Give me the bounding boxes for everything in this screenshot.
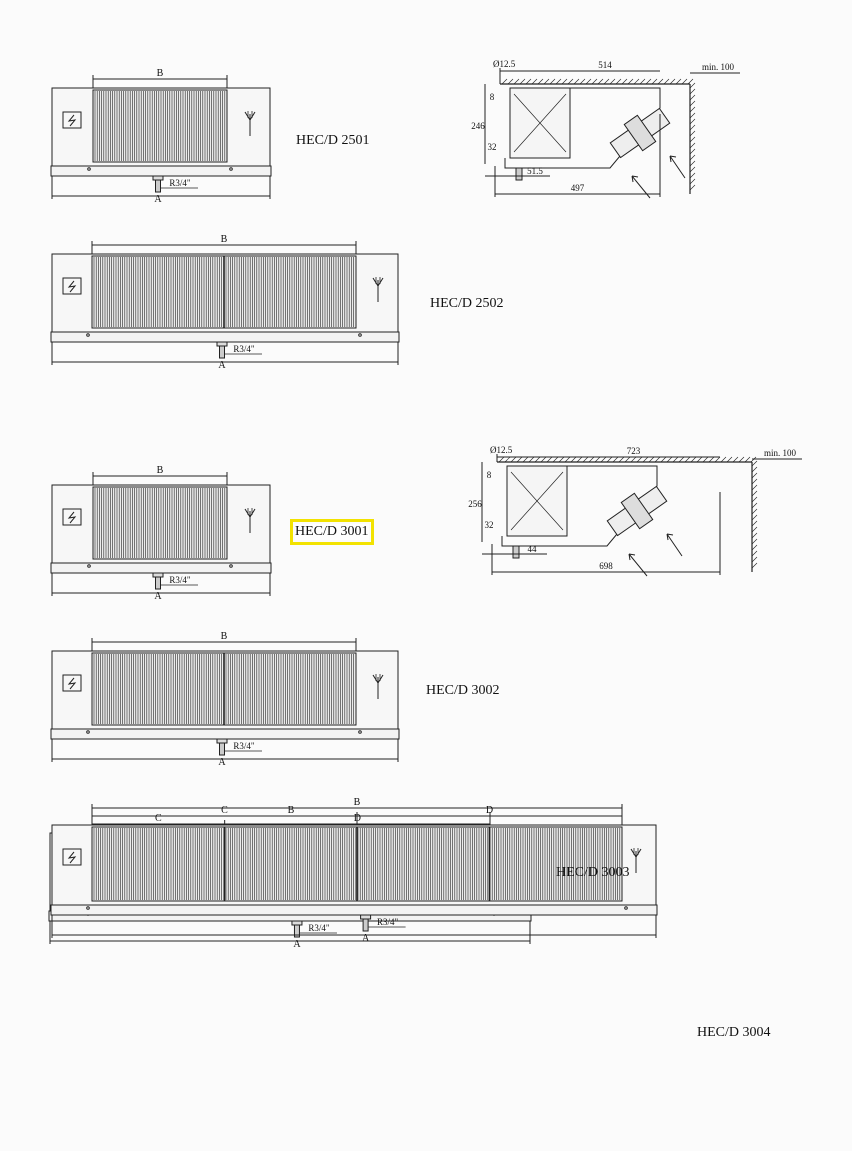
side-view-514: Ø12.5 514 min. 100 246 8 32 51.5 497 (471, 59, 740, 199)
dim-letter-B: B (157, 68, 164, 79)
dim-letter-A: A (218, 360, 226, 371)
front-view-2501: B R3/4" A (50, 68, 272, 205)
pipe-size-label: R3/4" (377, 917, 399, 927)
depth-dim-label: 698 (599, 561, 613, 571)
model-label-3001-highlighted: HEC/D 3001 (290, 519, 374, 545)
width-dim-label: 514 (598, 60, 612, 70)
coil-fins (92, 89, 228, 163)
depth-dim-label: 497 (571, 183, 585, 193)
dim-letter-D: D (486, 805, 493, 816)
model-label-3003: HEC/D 3003 (556, 865, 630, 880)
drain-pipe (360, 914, 406, 932)
min-clearance-label: min. 100 (702, 62, 735, 72)
bottom-offset-label: 32 (488, 142, 497, 152)
pipe-size-label: R3/4" (233, 741, 255, 751)
dim-letter-C: C (221, 805, 228, 816)
dim-letter-A: A (218, 757, 226, 768)
drain-pipe (216, 341, 262, 359)
front-view-3004: B C D R3/4" A (50, 797, 658, 944)
electrical-box-icon (62, 277, 82, 295)
drip-tray (50, 562, 272, 574)
drip-tray (50, 904, 658, 916)
min-clearance-label: min. 100 (764, 448, 797, 458)
dim-letter-A: A (362, 933, 370, 944)
model-label-2502: HEC/D 2502 (430, 296, 504, 311)
pipe-size-label: R3/4" (233, 344, 255, 354)
drip-tray (50, 331, 400, 343)
dim-letter-B: B (354, 797, 361, 808)
dim-letter-B: B (221, 631, 228, 642)
dim-letter-C: C (155, 813, 162, 824)
front-view-3002: B R3/4" A (50, 631, 400, 768)
airflow-arrows (631, 155, 686, 199)
drain-offset-label: 51.5 (527, 166, 543, 176)
refrigerant-icon (244, 111, 256, 136)
diameter-label: Ø12.5 (493, 59, 516, 69)
diameter-label: Ø12.5 (490, 445, 513, 455)
top-offset-label: 8 (490, 92, 495, 102)
dim-letter-A: A (293, 939, 301, 950)
front-view-2502: B R3/4" A (50, 234, 400, 371)
coil-fins (92, 486, 228, 560)
refrigerant-icon (372, 674, 384, 699)
electrical-box-icon (62, 848, 82, 866)
model-label-2501: HEC/D 2501 (296, 133, 370, 148)
front-view-3001: B R3/4" A (50, 465, 272, 602)
side-view-723: Ø12.5 723 min. 100 256 8 32 44 698 (468, 445, 802, 577)
bottom-offset-label: 32 (485, 520, 494, 530)
dim-letter-B: B (221, 234, 228, 245)
pipe-size-label: R3/4" (308, 923, 330, 933)
height-dim-label: 256 (468, 499, 482, 509)
side-drain (515, 167, 523, 181)
drip-tray (50, 728, 400, 740)
drain-pipe (152, 175, 198, 193)
fan-icon (606, 485, 668, 537)
side-drain (512, 545, 520, 559)
refrigerant-icon (244, 508, 256, 533)
refrigerant-icon (630, 848, 642, 873)
drip-tray (50, 165, 272, 177)
drain-offset-label: 44 (528, 544, 538, 554)
dim-letter-A: A (154, 591, 162, 602)
model-label-3002: HEC/D 3002 (426, 683, 500, 698)
refrigerant-icon (372, 277, 384, 302)
pipe-size-label: R3/4" (169, 178, 191, 188)
height-dim-label: 246 (471, 121, 485, 131)
width-dim-label: 723 (627, 446, 641, 456)
drain-pipe (291, 920, 337, 938)
electrical-box-icon (62, 674, 82, 692)
dim-letter-B: B (157, 465, 164, 476)
electrical-box-icon (62, 111, 82, 129)
airflow-arrows (628, 533, 683, 577)
electrical-box-icon (62, 508, 82, 526)
drain-pipe (216, 738, 262, 756)
model-label-3004: HEC/D 3004 (697, 1025, 771, 1040)
fan-icon (609, 107, 671, 159)
pipe-size-label: R3/4" (169, 575, 191, 585)
dim-letter-B: B (288, 805, 295, 816)
dim-letter-A: A (154, 194, 162, 205)
drain-pipe (152, 572, 198, 590)
top-offset-label: 8 (487, 470, 492, 480)
